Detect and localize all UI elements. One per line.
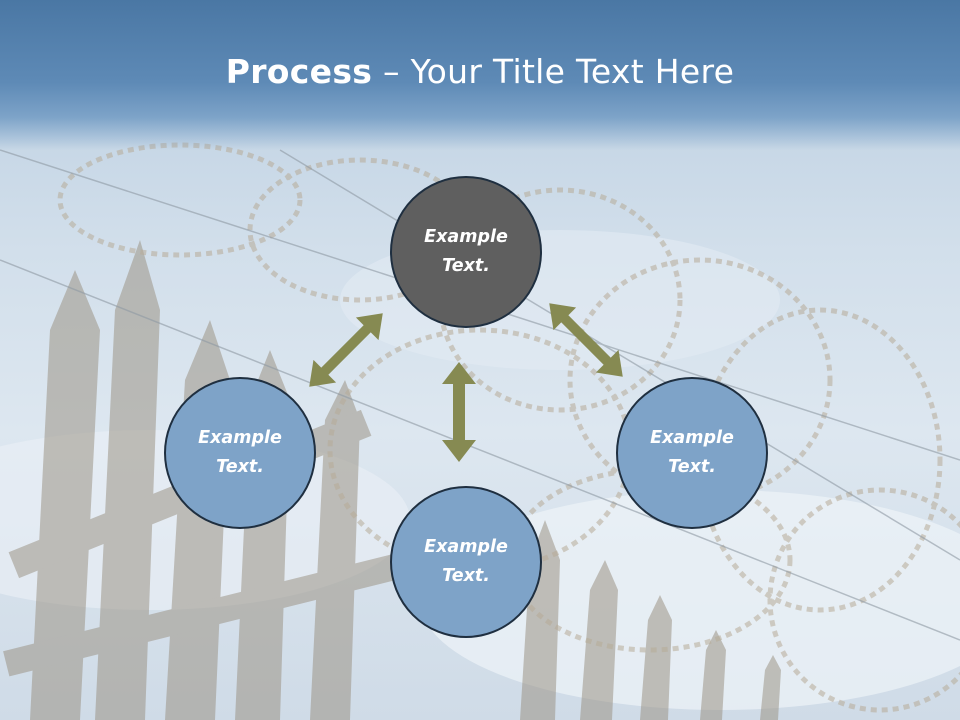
process-step-right[interactable]: Example Text. <box>616 377 768 529</box>
title-bar <box>0 0 960 150</box>
process-step-left[interactable]: Example Text. <box>164 377 316 529</box>
title-rest: – Your Title Text Here <box>372 52 735 91</box>
process-step-top-label: Example Text. <box>424 227 508 276</box>
process-step-bottom[interactable]: Example Text. <box>390 486 542 638</box>
slide-title: Process – Your Title Text Here <box>0 52 960 91</box>
process-step-bottom-label: Example Text. <box>424 537 508 586</box>
process-step-left-label: Example Text. <box>198 428 282 477</box>
arrow-left-diagonal <box>309 313 383 387</box>
arrow-vertical <box>442 362 476 462</box>
process-step-right-label: Example Text. <box>650 428 734 477</box>
arrow-right-diagonal <box>549 303 623 377</box>
process-step-top[interactable]: Example Text. <box>390 176 542 328</box>
title-bold: Process <box>225 52 373 91</box>
